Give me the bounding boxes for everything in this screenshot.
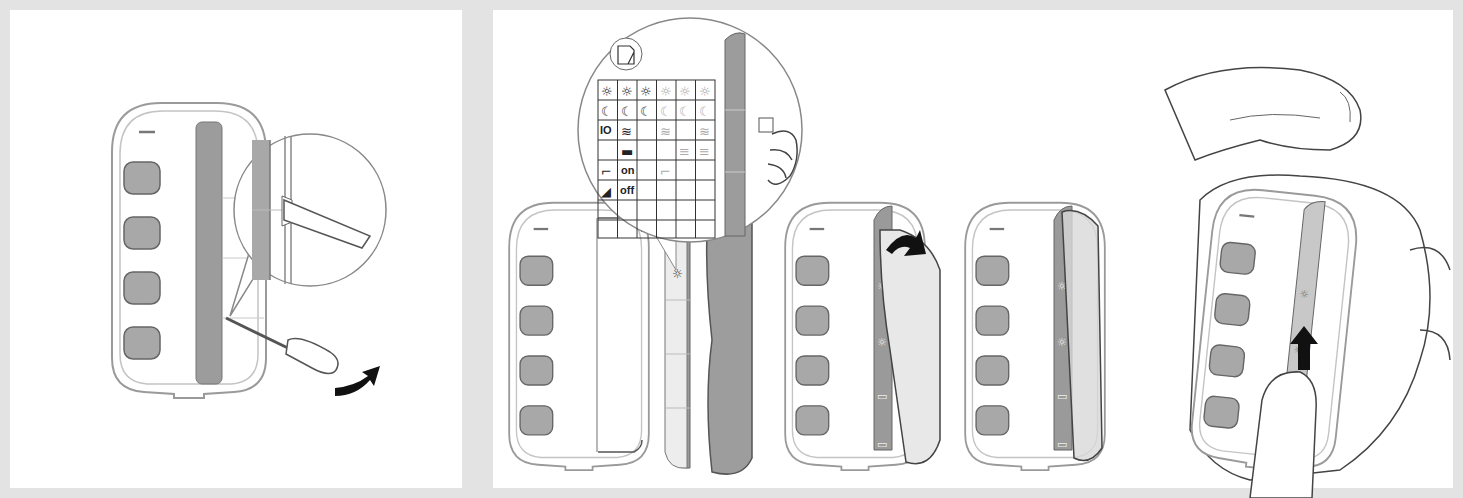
svg-text:☼: ☼ — [877, 336, 887, 349]
svg-text:☼: ☼ — [660, 84, 672, 99]
svg-text:☼: ☼ — [621, 84, 633, 99]
sticker-text: on — [621, 164, 634, 176]
svg-text:≋: ≋ — [699, 124, 710, 139]
svg-text:☼: ☼ — [1057, 336, 1067, 349]
svg-text:⌐: ⌐ — [660, 164, 671, 179]
thumb-top — [1165, 68, 1361, 161]
sticker-symbols: ☼ ☼ ☼ ☼ ☼ ☼ ☾ ☾ ☾ ☾ ☾ ☾ ≋ ≋ ≋ ≡ ≡ ▬ ⌐ ⌐ ◢ — [601, 84, 711, 199]
svg-text:≋: ≋ — [660, 124, 671, 139]
remote-body — [112, 103, 266, 398]
svg-text:⌐: ⌐ — [601, 164, 612, 179]
hand-pushing-cover: ☼☼▭ — [1165, 68, 1450, 498]
thumb-bottom — [1250, 372, 1316, 498]
svg-text:▭: ▭ — [1057, 390, 1067, 403]
magnified-slot — [252, 136, 370, 284]
remote-open-step — [112, 103, 386, 398]
svg-text:▭: ▭ — [877, 390, 887, 403]
label-strip — [196, 122, 222, 384]
svg-text:▭: ▭ — [1057, 438, 1067, 451]
svg-text:☾: ☾ — [679, 104, 691, 119]
clear-cover — [707, 204, 752, 474]
magnifier-callout — [234, 134, 386, 286]
sticker-text: off — [620, 184, 634, 196]
svg-text:◢: ◢ — [601, 184, 611, 199]
screwdriver-shaft — [226, 318, 292, 350]
remote-cover-fitted: ☼☼▭▭ — [965, 203, 1105, 470]
svg-text:≡: ≡ — [679, 144, 690, 159]
sticker-callout: ☼ ☼ ☼ ☼ ☼ ☼ ☾ ☾ ☾ ☾ ☾ ☾ ≋ ≋ ≋ ≡ ≡ ▬ ⌐ ⌐ ◢ — [578, 18, 802, 270]
magnified-strip — [725, 33, 745, 236]
svg-text:☼: ☼ — [601, 84, 613, 99]
sticker-text: IO — [600, 124, 612, 136]
screwdriver-handle — [286, 339, 338, 374]
panel — [10, 10, 462, 488]
remote-body — [509, 203, 649, 470]
sticker-grid — [598, 80, 715, 238]
svg-text:☼: ☼ — [640, 84, 652, 99]
remote-exploded: ☼ — [509, 203, 752, 474]
svg-text:▬: ▬ — [621, 144, 633, 159]
svg-text:☼: ☼ — [679, 84, 691, 99]
svg-text:☾: ☾ — [640, 104, 652, 119]
svg-text:☾: ☾ — [660, 104, 672, 119]
svg-text:☾: ☾ — [699, 104, 711, 119]
svg-text:▭: ▭ — [877, 438, 887, 451]
svg-text:☾: ☾ — [601, 104, 613, 119]
slide-arrow — [1290, 326, 1318, 370]
remote-body — [965, 203, 1105, 470]
svg-text:☼: ☼ — [699, 84, 711, 99]
clear-cover — [880, 230, 940, 464]
remote-cover-step: ☼☼▭▭ — [785, 203, 940, 470]
rotate-arrow — [886, 230, 926, 256]
peel-icon — [610, 38, 642, 70]
svg-text:≋: ≋ — [621, 124, 632, 139]
svg-text:☼: ☼ — [672, 267, 683, 281]
svg-text:☾: ☾ — [621, 104, 633, 119]
clear-cover — [1062, 211, 1102, 461]
svg-text:≡: ≡ — [699, 144, 710, 159]
svg-text:☼: ☼ — [1299, 287, 1310, 301]
rotate-arrow — [335, 366, 380, 396]
fingers-placing-sticker — [759, 118, 797, 184]
